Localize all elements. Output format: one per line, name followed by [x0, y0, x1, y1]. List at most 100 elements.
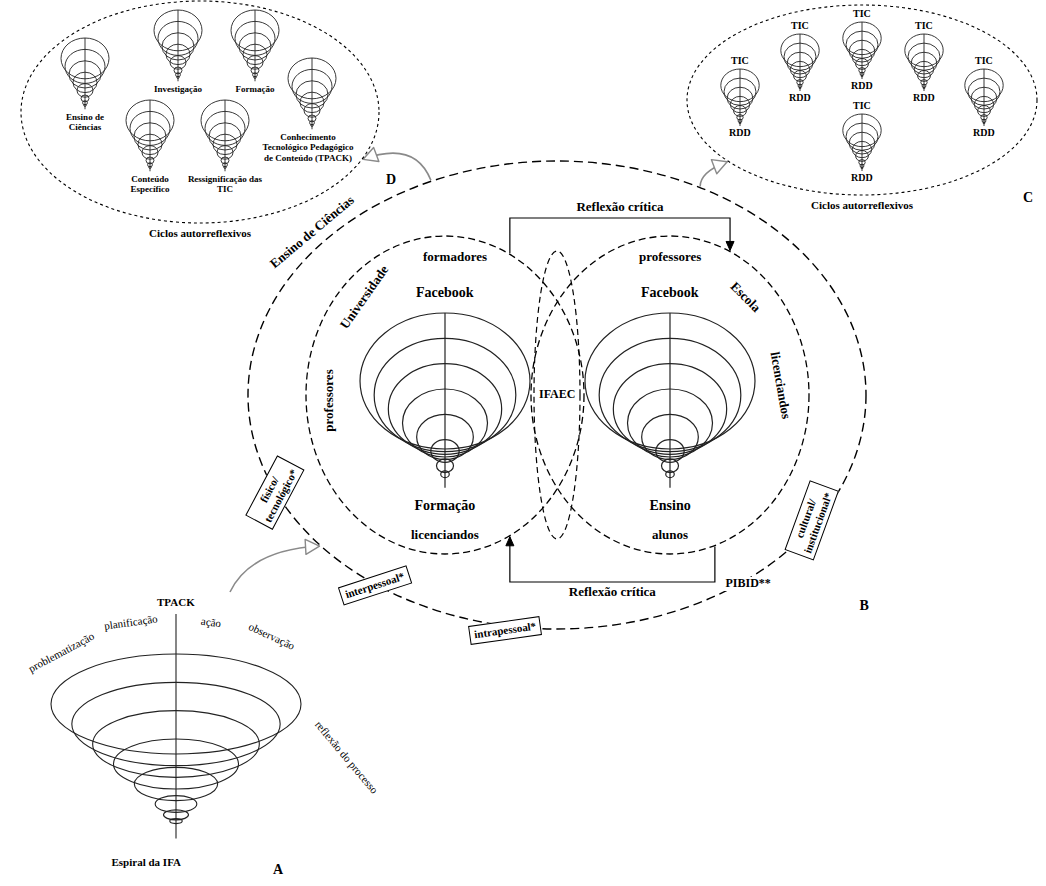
node-label: Universidade [338, 263, 392, 332]
spiral-figure [843, 114, 881, 171]
spiral-figure [154, 10, 202, 81]
node-label: problematização [26, 629, 96, 674]
node-label: Facebook [416, 285, 474, 301]
spiral-axis [862, 114, 863, 171]
spiral-cycle: TICRDD [899, 20, 949, 104]
spiral-cycle: TICRDD [959, 55, 1009, 139]
node-label: ação [200, 614, 222, 629]
node-label: observação [246, 620, 296, 652]
node-label: TIC [731, 55, 749, 67]
node-label: RDD [851, 80, 873, 92]
connector [506, 537, 715, 582]
spiral-cycle: Ressignificação das TIC [170, 100, 280, 210]
spiral-axis [740, 69, 741, 126]
node-label: Facebook [641, 285, 699, 301]
dashed-ellipse: Ciclos autorreflexivosTICRDDTICRDDTICRDD… [686, 4, 1038, 196]
node-label: professores [639, 250, 701, 265]
node-label: TPACK [157, 596, 195, 609]
node-label: cultural/ institucional* [789, 486, 834, 554]
spiral-figure [781, 34, 819, 91]
spiral-axis [862, 22, 863, 79]
arrow-head [506, 537, 514, 546]
node-label: RDD [913, 92, 935, 104]
spiral-figure [585, 313, 755, 488]
node-label: Conhecimento Tecnológico Pedagógico de C… [258, 132, 358, 163]
spiral-figure [843, 22, 881, 79]
spiral-axis [175, 614, 176, 839]
spiral-figure [905, 34, 943, 91]
spiral-figure [61, 38, 109, 109]
node-label: RDD [973, 127, 995, 139]
spiral-figure [126, 100, 174, 171]
dimension-box: interpessoal* [338, 565, 412, 605]
node-label: Investigação [138, 84, 218, 94]
node-outline [715, 55, 765, 139]
spiral-cycle: TIC RDD [837, 8, 887, 92]
node-label: TIC [853, 100, 871, 112]
arrow-head [726, 241, 734, 250]
node-label: Escola [727, 279, 763, 315]
spiral-axis [255, 10, 256, 81]
node-label: alunos [652, 528, 688, 543]
panel-letter: D [386, 172, 396, 188]
spiral-diagram: TPACK problematização planificação ação obse… [6, 592, 396, 882]
node-outline [123, 10, 233, 120]
dimension-box: intrapessoal* [468, 616, 542, 645]
node-label: licenciandos [767, 350, 794, 419]
node-label: Formação [415, 498, 476, 514]
spiral-axis [444, 313, 445, 488]
node-outline [837, 100, 887, 184]
dashed-ellipse-line [531, 236, 809, 554]
node-label: Espiral da IFA [112, 856, 181, 869]
spiral-axis [150, 100, 151, 171]
spiral-figure [965, 69, 1003, 126]
node-label: TIC [853, 8, 871, 20]
dashed-ellipse: IFAEC [533, 250, 581, 540]
dashed-ellipse-line [306, 236, 584, 554]
dashed-ellipse-line [21, 1, 379, 223]
connector [510, 218, 734, 253]
dashed-ellipse: Ciclos autorreflexivosEnsino de Ciências… [20, 0, 380, 224]
node-label: TIC [791, 20, 809, 32]
spiral-axis [984, 69, 985, 126]
node-label: RDD [851, 172, 873, 184]
spiral-figure [201, 100, 249, 171]
panel-letter: B [860, 598, 869, 614]
node-label: Conteúdo Específico [120, 174, 180, 195]
spiral-figure [51, 614, 301, 839]
spiral-axis [800, 34, 801, 91]
node-label: Ressignificação das TIC [185, 174, 265, 195]
dashed-ellipse-line [534, 251, 580, 539]
node-label: IFAEC [539, 388, 575, 402]
arrow-head [363, 147, 379, 161]
spiral-axis [178, 10, 179, 81]
spiral-cycle: Conteúdo Específico [95, 100, 205, 210]
node-label: reflexão do processo [312, 718, 380, 796]
panel-letter: A [273, 862, 283, 878]
arrow-head [711, 160, 727, 174]
node-label: Formação [215, 84, 295, 94]
spiral-axis [225, 100, 226, 171]
edge-label: Reflexão crítica [574, 200, 665, 215]
spiral-axis [312, 58, 313, 129]
node-outline [899, 20, 949, 104]
spiral-cycle: TIC RDD [775, 20, 825, 104]
dimension-box: cultural/ institucional* [785, 480, 840, 560]
panel-letter: C [1023, 190, 1033, 206]
node-label: Ciclos autorreflexivos [811, 199, 913, 212]
spiral-figure [231, 10, 279, 81]
node-label: físico/ tecnológico* [250, 461, 300, 524]
node-label: RDD [789, 92, 811, 104]
dashed-ellipse: Ensino de CiênciasPIBID**Universidadefor… [247, 160, 867, 630]
node-label: planificação [103, 612, 158, 632]
spiral-cycle: Ensino de Ciências [30, 38, 140, 148]
node-label: PIBID** [724, 577, 773, 591]
node-label: formadores [423, 250, 487, 265]
node-label: Ciclos autorreflexivos [149, 227, 251, 240]
spiral-cycle: TICRDD [715, 55, 765, 139]
spiral-axis [924, 34, 925, 91]
node-label: licenciandos [411, 528, 479, 543]
spiral-cycle: TIC RDD [837, 100, 887, 184]
spiral-cycle: Investigação [123, 10, 233, 120]
